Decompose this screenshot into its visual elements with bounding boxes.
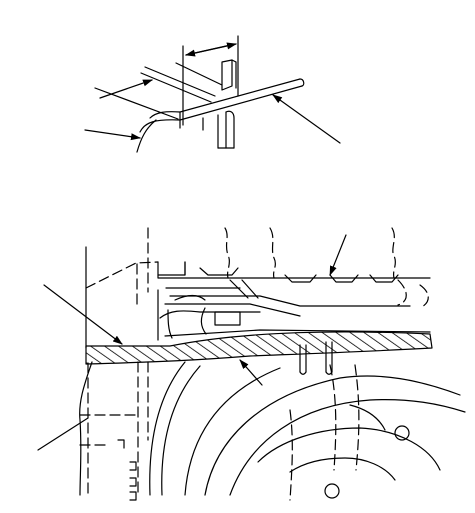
leader-top-2 [94, 87, 179, 120]
studs [299, 341, 333, 375]
hidden-outline [79, 227, 429, 501]
clip [202, 110, 235, 149]
rail-pair [140, 62, 223, 103]
curved-line [136, 119, 157, 153]
top-view [84, 35, 341, 153]
hub-hole [394, 425, 410, 441]
wheel-arcs [149, 361, 466, 496]
hatched-band [85, 331, 433, 365]
leader-lines-top [84, 79, 341, 144]
leader-bottom-4 [37, 417, 89, 451]
leader-bottom-1 [43, 284, 123, 345]
bracket-plate [221, 59, 237, 91]
bottom-view [37, 227, 466, 501]
leader-lines-bottom [37, 234, 347, 451]
leader-bottom-2 [329, 234, 347, 276]
left-contour [79, 361, 93, 496]
leader-top-1 [99, 79, 153, 99]
hub-small-hole [324, 483, 340, 499]
leader-bottom-3 [239, 359, 263, 386]
left-bumps [117, 439, 137, 501]
leader-top-4 [272, 94, 341, 144]
upper-structure [157, 261, 431, 341]
dimension-bracket [182, 35, 239, 126]
leader-top-3 [84, 129, 141, 141]
